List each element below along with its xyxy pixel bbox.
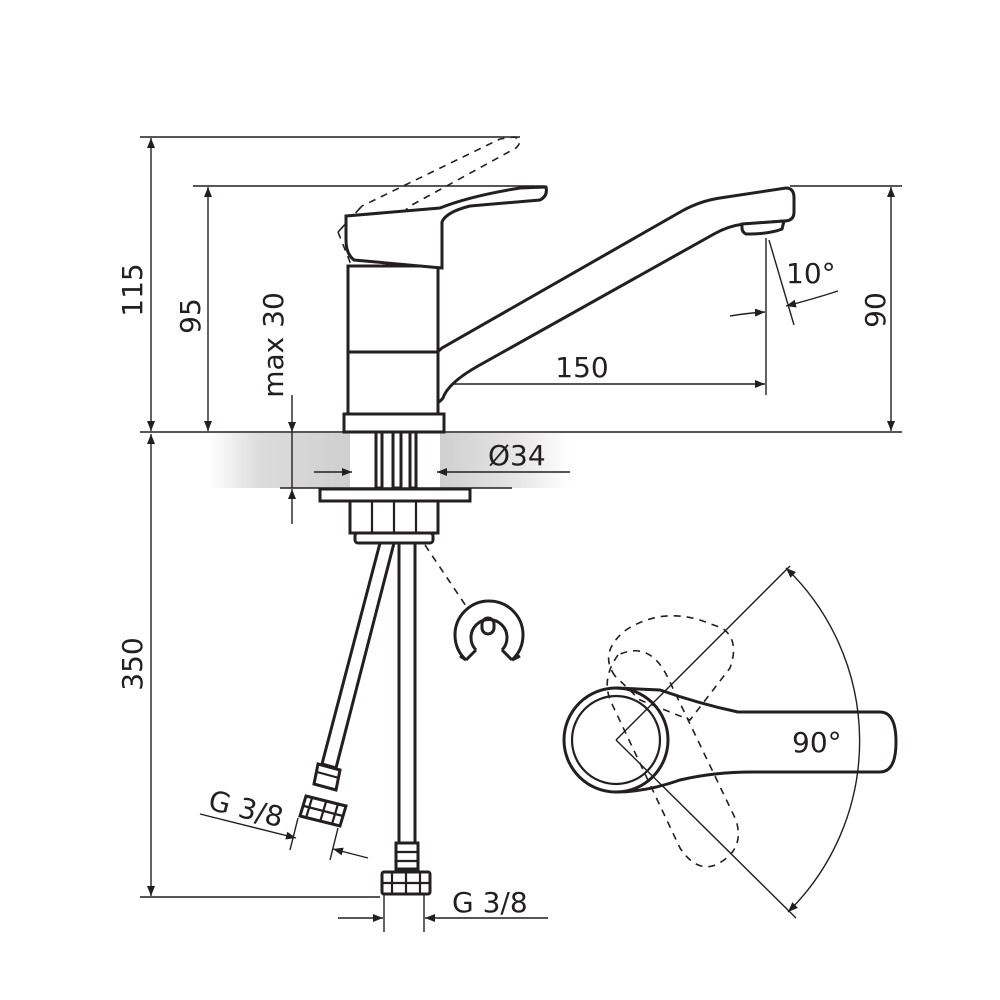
label-thread-left: G 3/8 [205, 784, 286, 834]
dimension-spout-angle: 10° [729, 239, 839, 326]
label-hose-length: 350 [116, 637, 149, 690]
hose-left [298, 541, 396, 828]
label-spout-angle: 10° [786, 257, 836, 290]
dimension-hose-length: 350 [116, 434, 155, 896]
retaining-clip-detail [424, 544, 525, 662]
dimension-max-thickness: max 30 [257, 292, 296, 524]
label-spout-height: 90 [859, 292, 892, 328]
extension-lines [140, 136, 902, 898]
dimension-height-body: 95 [174, 187, 212, 431]
label-handle-rotation: 90° [792, 726, 842, 759]
dimension-spout-reach: 150 [397, 238, 767, 430]
label-height-body: 95 [174, 298, 207, 334]
faucet-body [342, 264, 446, 434]
hose-right [380, 541, 432, 896]
label-thread-right: G 3/8 [452, 886, 528, 919]
label-spout-reach: 150 [555, 351, 608, 384]
handle-top-view: 90° [562, 565, 898, 919]
spout [425, 186, 796, 405]
dimension-height-total: 115 [116, 138, 155, 431]
label-max-thickness: max 30 [257, 292, 290, 398]
label-height-total: 115 [116, 263, 149, 316]
countertop [210, 433, 570, 488]
dimension-thread-right: G 3/8 [338, 886, 548, 932]
dimension-spout-height: 90 [859, 187, 895, 431]
handle [344, 185, 548, 270]
mounting-assembly [318, 430, 472, 545]
dimension-base-diameter: Ø34 [314, 439, 570, 476]
label-base-diameter: Ø34 [488, 439, 546, 472]
